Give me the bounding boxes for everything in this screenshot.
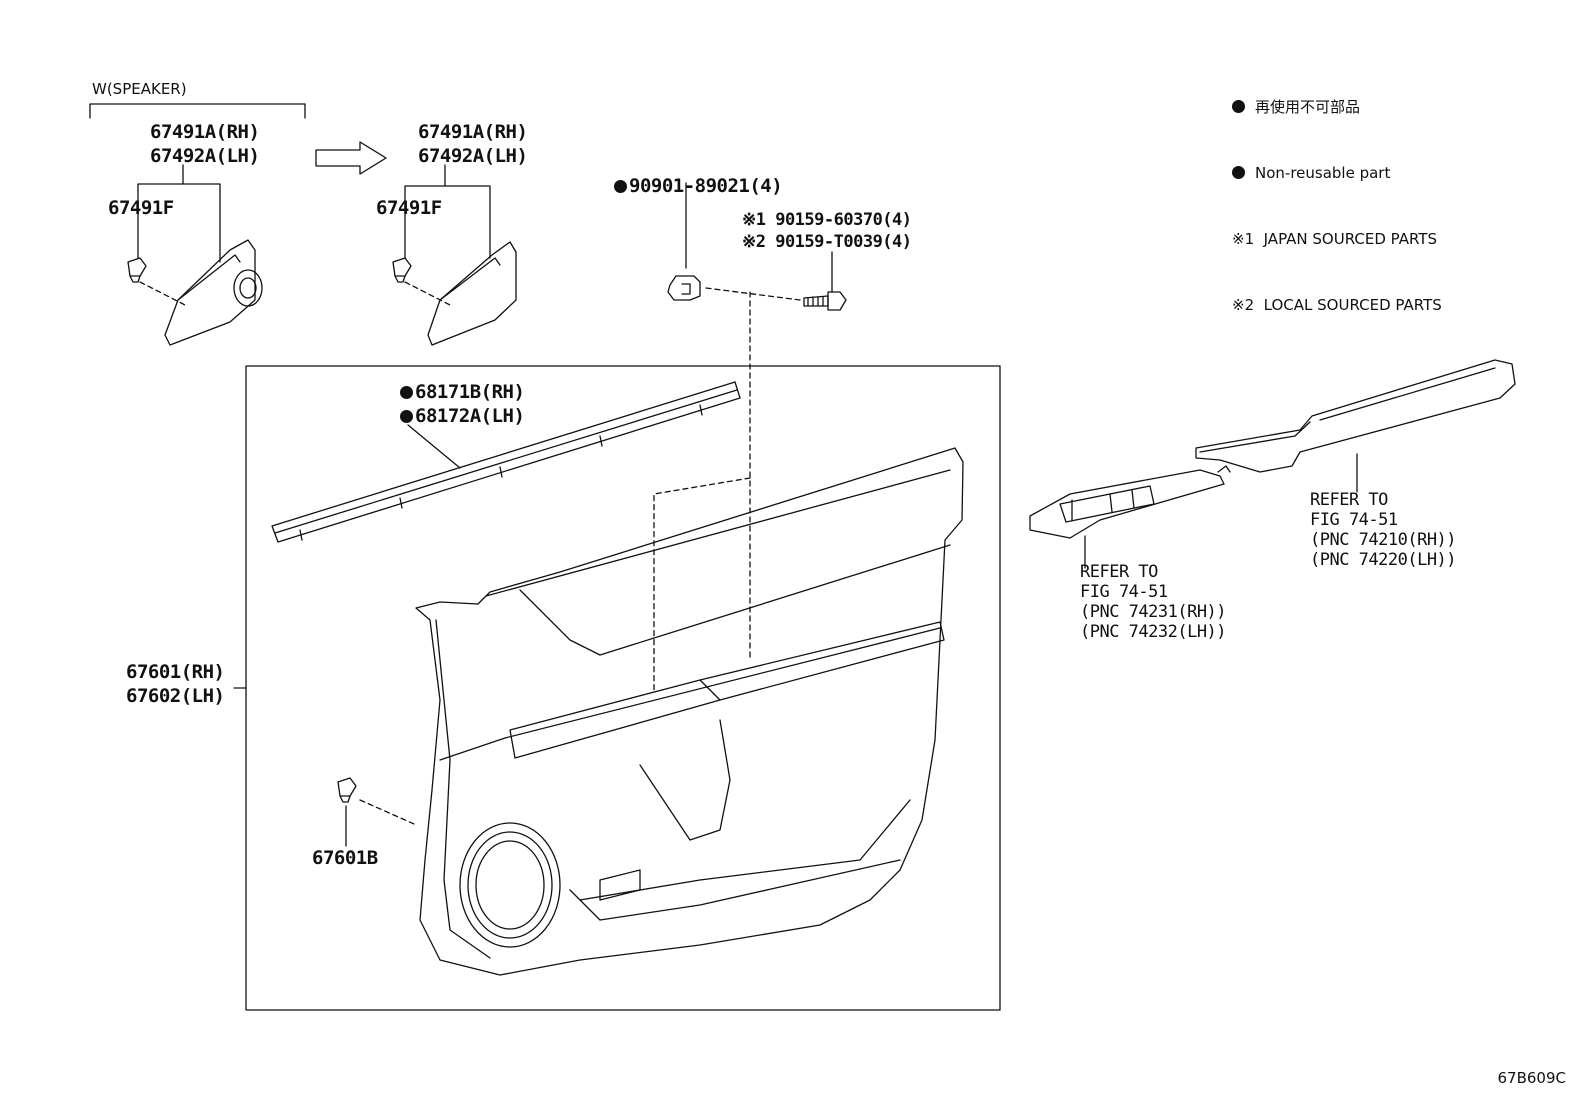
legend-note1: ※1 JAPAN SOURCED PARTS xyxy=(1232,230,1438,248)
armrest-upper-icon xyxy=(1195,359,1516,473)
part-label-panel-rh: 67601(RH) xyxy=(126,661,225,683)
speaker-cover-with-speaker xyxy=(164,239,263,346)
clip-icon-panel xyxy=(337,777,357,803)
legend: 再使用不可部品 Non-reusable part ※1 JAPAN SOURC… xyxy=(1232,52,1442,338)
speaker-group-bracket xyxy=(89,103,306,119)
clip-icon-left xyxy=(127,257,147,283)
switch-reference-note: REFER TO FIG 74-51 (PNC 74231(RH)) (PNC … xyxy=(1080,562,1227,642)
non-reusable-dot-icon xyxy=(1232,100,1245,113)
part-label-right-clip: 67491F xyxy=(376,197,442,219)
armrest-reference-note: REFER TO FIG 74-51 (PNC 74210(RH)) (PNC … xyxy=(1310,490,1457,570)
part-label-weatherstrip-rh: 68171B(RH) xyxy=(400,380,525,404)
legend-jp-row: 再使用不可部品 xyxy=(1232,96,1442,118)
clip-icon-right xyxy=(392,257,412,283)
door-trim-panel xyxy=(415,447,964,976)
speaker-cover-without-speaker xyxy=(427,241,517,346)
weatherstrip-rh-number: 68171B(RH) xyxy=(415,381,525,403)
speaker-group-label: W(SPEAKER) xyxy=(92,80,187,98)
part-label-panel-clip: 67601B xyxy=(312,847,378,869)
part-label-left-clip: 67491F xyxy=(108,197,174,219)
figure-id: 67B609C xyxy=(1497,1069,1566,1087)
switch-bezel-icon xyxy=(1029,465,1231,539)
non-reusable-dot-icon xyxy=(1232,166,1245,179)
legend-en-row: Non-reusable part xyxy=(1232,162,1442,184)
part-label-screw-local: ※2 90159-T0039(4) xyxy=(742,232,912,252)
part-label-right-rh: 67491A(RH) xyxy=(418,121,528,143)
weatherstrip-icon xyxy=(271,381,741,543)
arrow-icon xyxy=(315,141,387,175)
non-reusable-dot-icon xyxy=(400,386,413,399)
part-label-left-rh: 67491A(RH) xyxy=(150,121,260,143)
legend-en-text: Non-reusable part xyxy=(1255,164,1391,182)
non-reusable-dot-icon xyxy=(400,410,413,423)
part-label-clip-nut: 90901-89021(4) xyxy=(614,174,783,198)
clip-nut-number: 90901-89021(4) xyxy=(629,175,783,197)
part-label-right-lh: 67492A(LH) xyxy=(418,145,528,167)
non-reusable-dot-icon xyxy=(614,180,627,193)
clip-nut-icon xyxy=(667,275,701,301)
legend-note2: ※2 LOCAL SOURCED PARTS xyxy=(1232,296,1442,314)
part-label-left-lh: 67492A(LH) xyxy=(150,145,260,167)
part-label-panel-lh: 67602(LH) xyxy=(126,685,225,707)
part-label-weatherstrip-lh: 68172A(LH) xyxy=(400,404,525,428)
door-panel-box xyxy=(245,365,1001,1011)
legend-jp-text: 再使用不可部品 xyxy=(1255,98,1361,116)
weatherstrip-lh-number: 68172A(LH) xyxy=(415,405,525,427)
part-label-screw-jp: ※1 90159-60370(4) xyxy=(742,210,912,230)
screw-icon xyxy=(803,291,847,311)
